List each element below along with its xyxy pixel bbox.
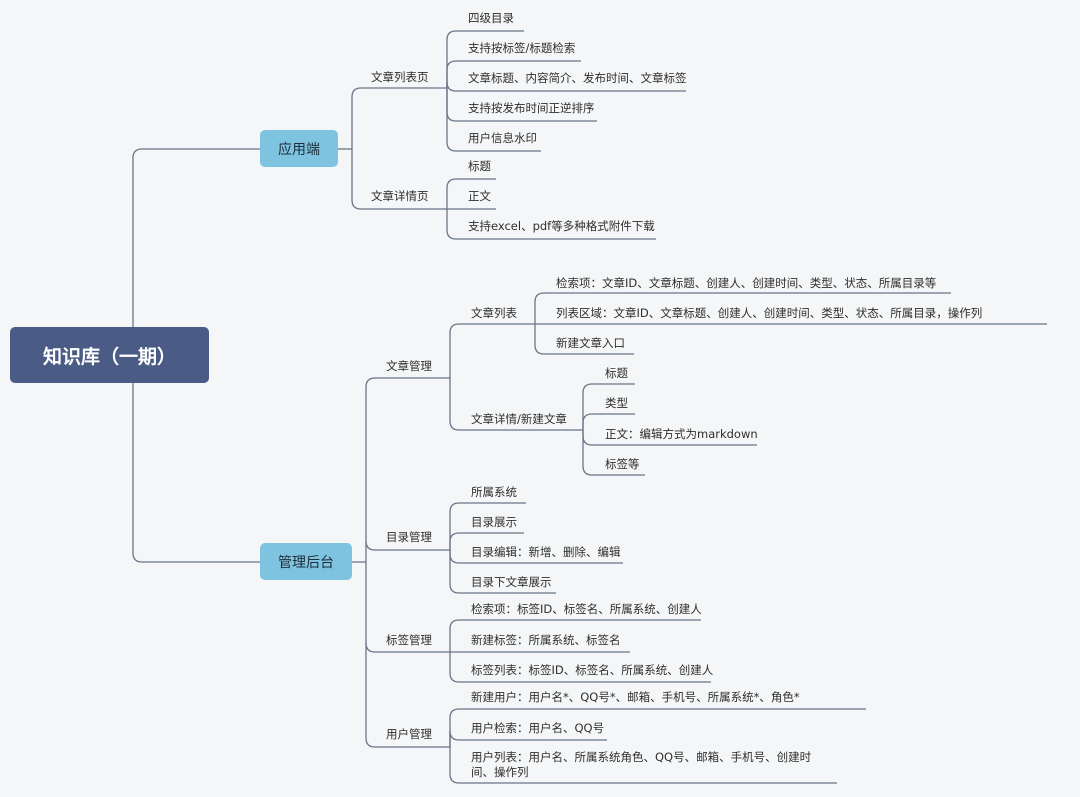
node-leaf[interactable]: 用户列表：用户名、所属系统角色、QQ号、邮箱、手机号、创建时间、操作列: [471, 750, 812, 779]
link-root-admin: [132, 383, 260, 563]
node-leaf[interactable]: 类型: [605, 396, 628, 410]
node-leaf[interactable]: 用户检索：用户名、QQ号: [471, 721, 605, 735]
node-article-detail[interactable]: 文章详情/新建文章: [471, 412, 567, 426]
node-leaf[interactable]: 四级目录: [468, 11, 514, 25]
root-node[interactable]: 知识库（一期）: [10, 327, 209, 383]
node-leaf[interactable]: 列表区域：文章ID、文章标题、创建人、创建时间、类型、状态、所属目录，操作列: [556, 306, 983, 320]
node-leaf[interactable]: 正文: [468, 189, 491, 203]
node-leaf[interactable]: 文章标题、内容简介、发布时间、文章标签: [468, 71, 687, 85]
node-leaf[interactable]: 标签列表：标签ID、标签名、所属系统、创建人: [471, 663, 714, 677]
link-list-page: [351, 87, 447, 98]
node-leaf[interactable]: 新建用户：用户名*、QQ号*、邮箱、手机号、所属系统*、角色*: [471, 690, 800, 704]
node-article-management[interactable]: 文章管理: [386, 359, 432, 373]
node-article-detail-page[interactable]: 文章详情页: [371, 189, 429, 203]
node-leaf[interactable]: 所属系统: [471, 485, 517, 499]
node-leaf[interactable]: 标题: [605, 366, 628, 380]
node-article-list[interactable]: 文章列表: [471, 306, 517, 320]
node-leaf[interactable]: 检索项：标签ID、标签名、所属系统、创建人: [471, 602, 702, 616]
node-leaf[interactable]: 目录展示: [471, 515, 517, 529]
node-app[interactable]: 应用端: [260, 130, 338, 167]
node-leaf[interactable]: 新建文章入口: [556, 336, 625, 350]
node-leaf[interactable]: 目录下文章展示: [471, 575, 552, 589]
link-root-trunk: [132, 148, 260, 327]
node-leaf[interactable]: 新建标签：所属系统、标签名: [471, 633, 621, 647]
node-leaf[interactable]: 支持按标签/标题检索: [468, 41, 576, 55]
node-user-management[interactable]: 用户管理: [386, 727, 432, 741]
node-leaf[interactable]: 标题: [468, 159, 491, 173]
node-leaf[interactable]: 支持excel、pdf等多种格式附件下载: [468, 219, 655, 233]
node-catalog-management[interactable]: 目录管理: [386, 530, 432, 544]
node-tag-management[interactable]: 标签管理: [386, 633, 432, 647]
node-leaf[interactable]: 用户信息水印: [468, 131, 537, 145]
node-article-list-page[interactable]: 文章列表页: [371, 70, 429, 84]
node-admin[interactable]: 管理后台: [260, 543, 352, 580]
node-leaf[interactable]: 检索项：文章ID、文章标题、创建人、创建时间、类型、状态、所属目录等: [556, 276, 937, 290]
node-leaf[interactable]: 支持按发布时间正逆排序: [468, 101, 595, 115]
node-leaf[interactable]: 标签等: [605, 457, 640, 471]
node-leaf[interactable]: 目录编辑：新增、删除、编辑: [471, 545, 621, 559]
node-leaf[interactable]: 正文：编辑方式为markdown: [605, 427, 758, 441]
